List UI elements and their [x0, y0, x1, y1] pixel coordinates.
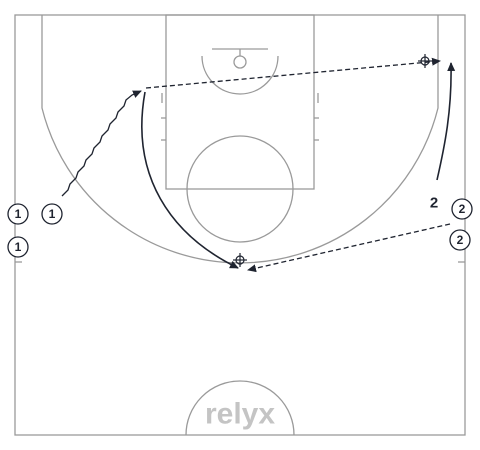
player-2-a-label: 2	[459, 202, 466, 216]
pass-wing-to-elbow	[247, 223, 451, 273]
player-1-c[interactable]: 1	[7, 236, 29, 258]
cone-elbow	[233, 253, 247, 267]
player-1-a-label: 1	[15, 207, 22, 221]
cut-player-1	[141, 91, 239, 269]
player-2-b-label: 2	[457, 233, 464, 247]
restricted-area	[201, 55, 279, 95]
pass-top-to-wing	[145, 57, 441, 89]
cut-label: 2	[430, 195, 438, 212]
hoop-rim	[233, 55, 247, 69]
cone-wing	[418, 54, 432, 68]
free-throw-circle-top	[186, 135, 294, 190]
cut-player-2	[436, 62, 456, 181]
free-throw-circle-bottom	[186, 188, 294, 243]
player-1-b[interactable]: 1	[41, 203, 63, 225]
center-circle	[185, 380, 295, 436]
half-court	[14, 14, 466, 436]
dribble-path	[61, 90, 142, 197]
player-2-a[interactable]: 2	[451, 198, 473, 220]
paint-lane	[165, 14, 315, 190]
player-1-c-label: 1	[15, 240, 22, 254]
court-boundary	[14, 14, 466, 436]
player-1-a[interactable]: 1	[7, 203, 29, 225]
player-1-b-label: 1	[49, 207, 56, 221]
relyx-logo: relyx	[205, 398, 275, 431]
player-2-b[interactable]: 2	[449, 229, 471, 251]
